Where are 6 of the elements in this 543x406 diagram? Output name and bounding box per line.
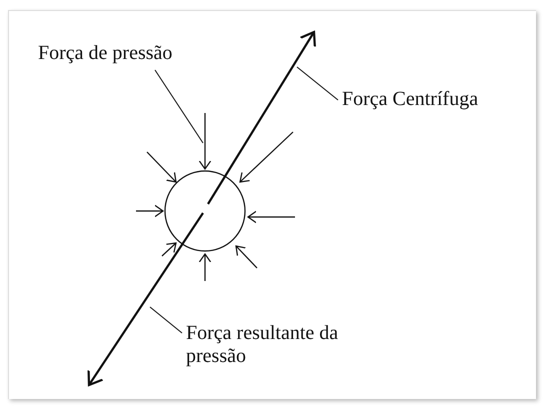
force-label: Força de pressão bbox=[38, 42, 238, 65]
leader-line bbox=[154, 70, 204, 144]
leader-line bbox=[296, 66, 338, 100]
force-label: Força resultante da pressão bbox=[186, 322, 396, 368]
leader-line bbox=[150, 306, 182, 334]
force-label: Força Centrífuga bbox=[342, 88, 542, 111]
